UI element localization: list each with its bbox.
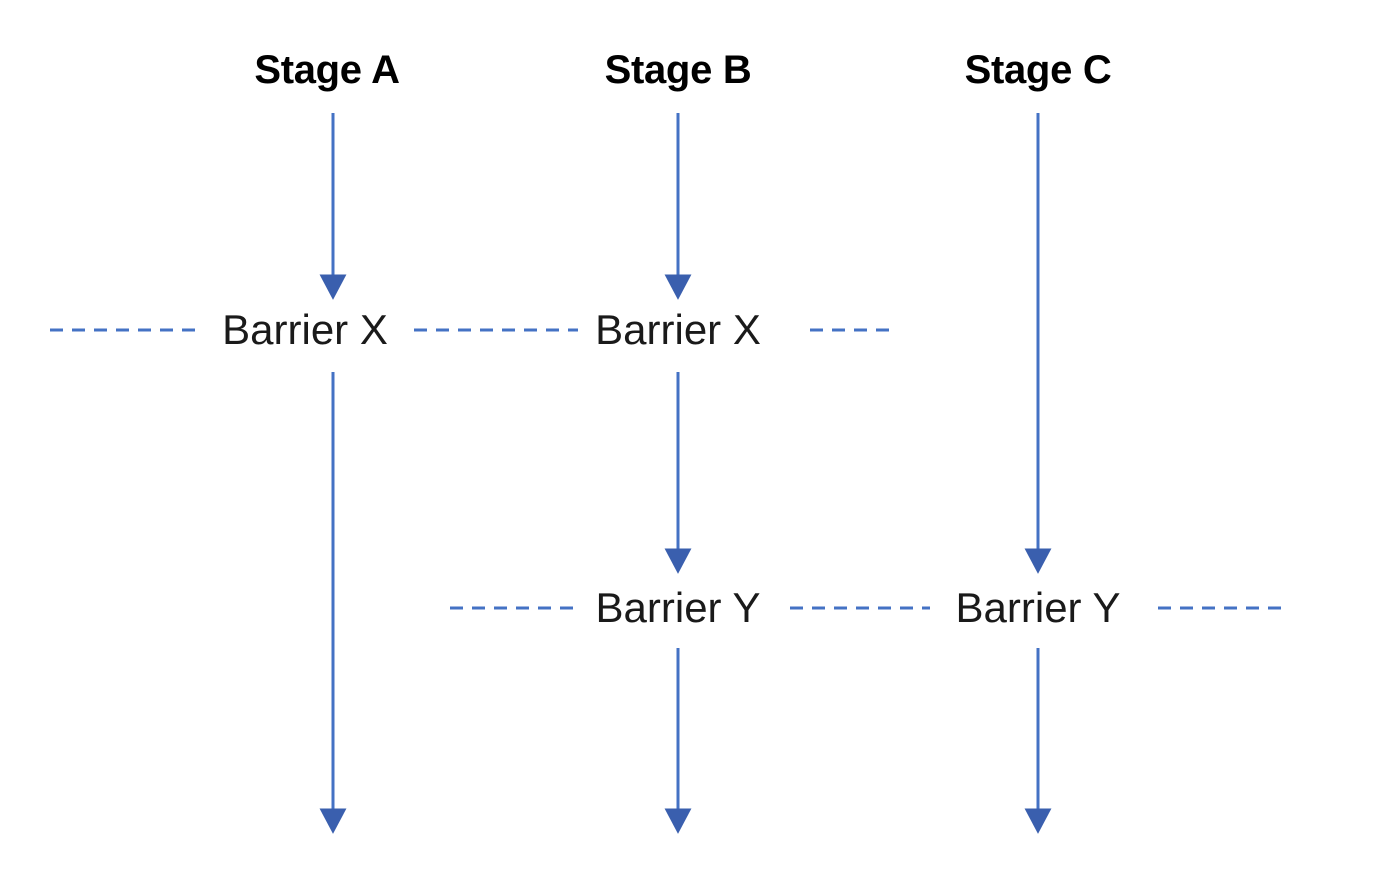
stage-header-b: Stage B: [604, 48, 752, 92]
barrier-label-y-stage-b: Barrier Y: [589, 584, 767, 632]
stage-header-a: Stage A: [254, 48, 400, 92]
barrier-label-y-stage-c: Barrier Y: [949, 584, 1127, 632]
barrier-label-x-stage-a: Barrier X: [216, 306, 394, 354]
barrier-label-x-stage-b: Barrier X: [589, 306, 767, 354]
stage-header-c: Stage C: [964, 48, 1112, 92]
